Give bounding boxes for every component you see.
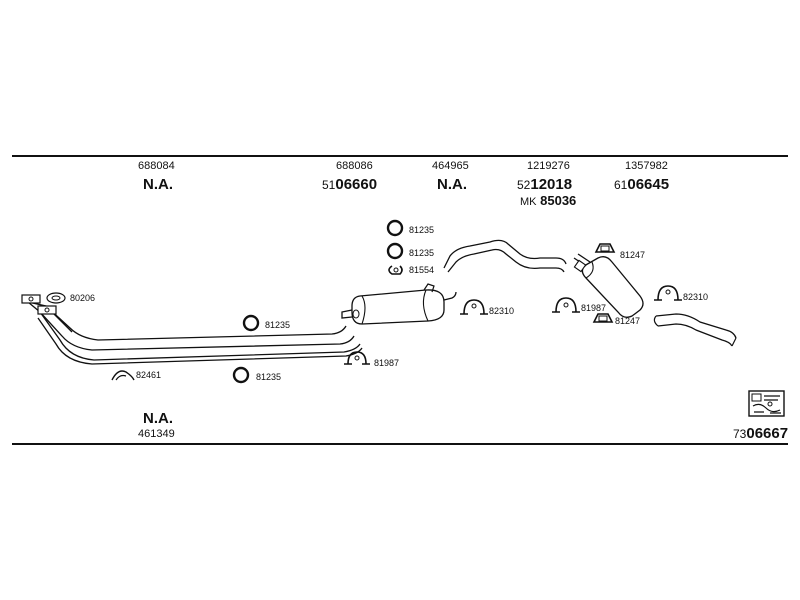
ring-81235-icon xyxy=(386,219,404,237)
middle-silencer-icon xyxy=(341,283,457,325)
part-label-81987: 81987 xyxy=(581,303,607,313)
bracket-82461-icon xyxy=(111,370,135,381)
header-code-3: 464965 xyxy=(432,160,469,172)
kit-value: 06667 xyxy=(746,425,789,442)
part-label-82310: 82310 xyxy=(489,306,515,316)
ring-81235-icon xyxy=(242,314,260,332)
ring-81235-icon xyxy=(386,242,404,260)
gasket-80206-icon xyxy=(46,292,66,304)
header-number-2: 06660 xyxy=(335,176,378,193)
header-value-2: 5106660 xyxy=(322,177,377,192)
header-prefix-4: 52 xyxy=(517,178,531,192)
header-extra-number-4: 85036 xyxy=(540,193,577,208)
ring-81235-icon xyxy=(232,366,250,384)
clamp-81987-icon xyxy=(344,351,370,365)
header-code-4: 1219276 xyxy=(527,160,570,172)
part-label-81247: 81247 xyxy=(615,316,641,326)
hanger-81247-icon xyxy=(594,243,616,253)
part-label-81554: 81554 xyxy=(409,265,435,275)
manifold-flange xyxy=(21,294,57,315)
header-value-3: N.A. xyxy=(437,176,467,193)
front-pipe xyxy=(27,301,363,365)
header-code-1: 688084 xyxy=(138,160,175,172)
bottom-rule xyxy=(12,443,788,445)
header-number-4: 12018 xyxy=(530,176,573,193)
kit-prefix: 73 xyxy=(733,427,747,441)
rear-silencer-icon xyxy=(573,253,644,318)
part-label-81235: 81235 xyxy=(409,248,435,258)
part-label-81987: 81987 xyxy=(374,358,400,368)
header-code-2: 688086 xyxy=(336,160,373,172)
tail-pipe xyxy=(653,313,737,347)
header-number-5: 06645 xyxy=(627,176,670,193)
header-prefix-2: 51 xyxy=(322,178,336,192)
clamp-81987-icon xyxy=(552,297,580,313)
mount-81554-icon xyxy=(388,265,403,275)
header-value-4: 5212018 xyxy=(517,177,572,192)
header-code-5: 1357982 xyxy=(625,160,668,172)
part-label-82310: 82310 xyxy=(683,292,709,302)
top-rule xyxy=(12,155,788,157)
header-extra-prefix-4: MK xyxy=(520,196,537,208)
header-value-5: 6106645 xyxy=(614,177,669,192)
header-extra-4: MK 85036 xyxy=(520,194,576,208)
footer-value: N.A. xyxy=(143,410,173,427)
header-prefix-5: 61 xyxy=(614,178,628,192)
part-label-81235: 81235 xyxy=(265,320,291,330)
part-label-81235: 81235 xyxy=(409,225,435,235)
part-label-82461: 82461 xyxy=(136,370,162,380)
part-label-81247: 81247 xyxy=(620,250,646,260)
intermediate-pipe xyxy=(443,239,567,273)
part-label-81235: 81235 xyxy=(256,372,282,382)
hanger-81247-icon xyxy=(592,313,614,323)
kit-number: 7306667 xyxy=(733,426,788,441)
part-label-80206: 80206 xyxy=(70,293,96,303)
footer-code: 461349 xyxy=(138,428,175,440)
clamp-82310-icon xyxy=(654,285,682,301)
kit-box-icon xyxy=(748,390,785,417)
header-value-1: N.A. xyxy=(143,176,173,193)
clamp-82310-icon xyxy=(460,299,488,315)
